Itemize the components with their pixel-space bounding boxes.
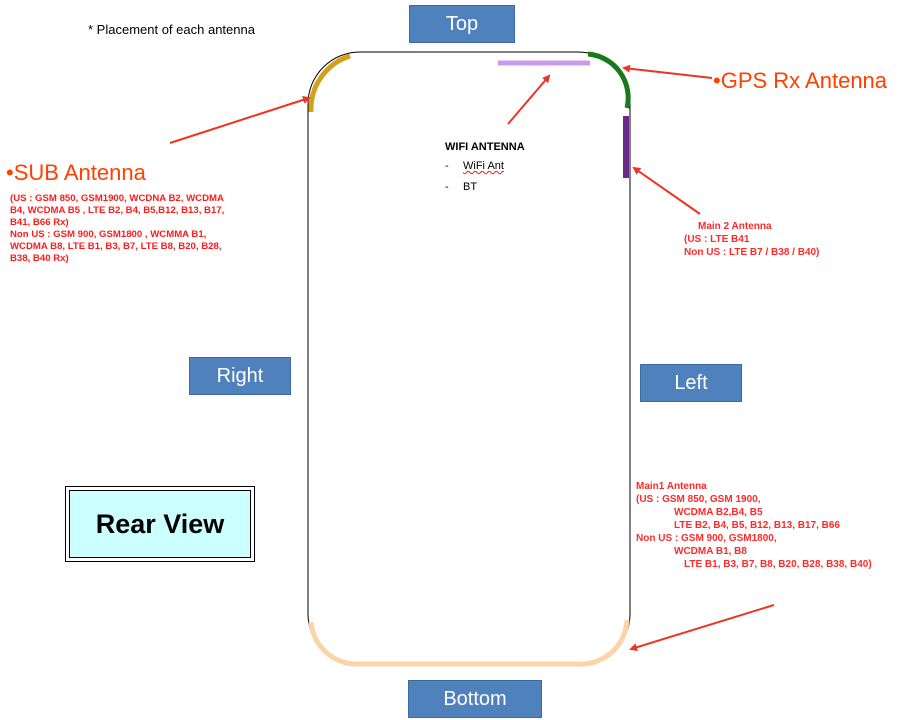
main1-line: Non US : GSM 900, GSM1800, <box>636 533 777 544</box>
sub-line: WCDMA B8, LTE B1, B3, B7, LTE B8, B20, B… <box>10 241 222 252</box>
main1-line: LTE B2, B4, B5, B12, B13, B17, B66 <box>674 520 840 531</box>
sub-arrow <box>169 96 311 144</box>
top-label: Top <box>409 5 515 43</box>
sub-line: Non US : GSM 900, GSM1800 , WCMMA B1, <box>10 229 207 240</box>
right-label: Right <box>189 357 291 395</box>
main1-line: LTE B1, B3, B7, B8, B20, B28, B38, B40) <box>684 559 872 570</box>
wifi-arrow <box>507 74 551 125</box>
main2-line: (US : LTE B41 <box>684 234 750 245</box>
left-label: Left <box>640 364 742 402</box>
main2-antenna-block: Main 2 Antenna (US : LTE B41 Non US : LT… <box>684 220 819 259</box>
main2-line: Non US : LTE B7 / B38 / B40) <box>684 247 820 258</box>
gps-arrow <box>622 64 713 79</box>
sub-antenna-segment <box>308 53 351 113</box>
sub-line: (US : GSM 850, GSM1900, WCDNA B2, WCDMA <box>10 193 224 204</box>
sub-line: B4, WCDMA B5 , LTE B2, B4, B5,B12, B13, … <box>10 205 225 216</box>
wifi-antenna-block: WIFI ANTENNA -WiFi Ant -BT <box>445 141 525 202</box>
main1-line: (US : GSM 850, GSM 1900, <box>636 494 761 505</box>
main1-antenna-segment <box>308 619 630 667</box>
main1-line: WCDMA B1, B8 <box>674 546 747 557</box>
placement-note: * Placement of each antenna <box>88 22 255 37</box>
gps-antenna-title: •GPS Rx Antenna <box>713 68 888 93</box>
main1-line: WCDMA B2,B4, B5 <box>674 507 763 518</box>
main2-antenna-title: Main 2 Antenna <box>698 221 772 232</box>
main2-arrow <box>632 166 701 215</box>
sub-antenna-desc: (US : GSM 850, GSM1900, WCDNA B2, WCDMA … <box>10 193 315 265</box>
wifi-antenna-title: WIFI ANTENNA <box>445 141 525 153</box>
wifi-item: -WiFi Ant <box>445 160 504 172</box>
sub-line: B38, B40 Rx) <box>10 253 69 264</box>
bottom-label: Bottom <box>408 680 542 718</box>
main1-antenna-title: Main1 Antenna <box>636 481 707 492</box>
main1-arrow <box>629 604 775 652</box>
rear-view-label: Rear View <box>65 486 255 562</box>
sub-line: B41, B66 Rx) <box>10 217 69 228</box>
gps-antenna-segment <box>587 51 631 109</box>
sub-antenna-title: •SUB Antenna <box>6 160 146 185</box>
main1-antenna-block: Main1 Antenna (US : GSM 850, GSM 1900, W… <box>636 480 872 571</box>
wifi-item: -BT <box>445 181 478 193</box>
